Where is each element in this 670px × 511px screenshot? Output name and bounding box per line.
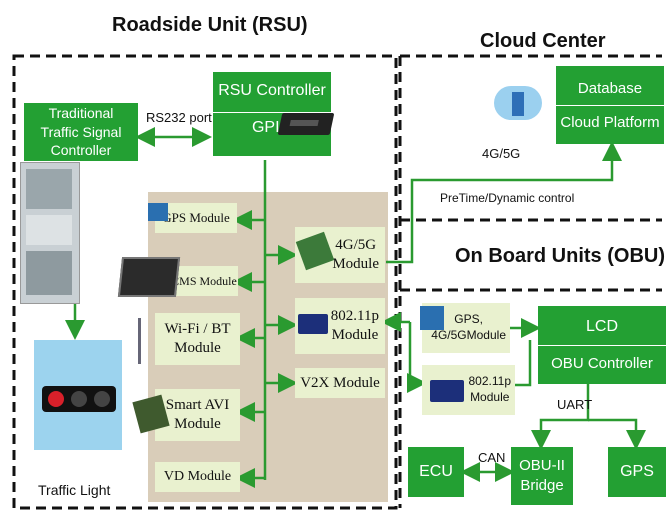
gps-module: GPS Module bbox=[155, 203, 237, 233]
obu-gps-box: GPS bbox=[608, 447, 666, 497]
lcd-label: LCD bbox=[585, 318, 618, 335]
cms-display-image bbox=[117, 257, 181, 297]
cms-module: CMS Module bbox=[170, 266, 238, 296]
80211p-device-image bbox=[298, 314, 328, 334]
v2x-module: V2X Module bbox=[295, 368, 385, 398]
obu-bridge-box: OBU-II Bridge bbox=[511, 447, 573, 505]
cloud-icon bbox=[488, 74, 548, 124]
traffic-controller-box: Traditional Traffic Signal Controller bbox=[24, 103, 138, 161]
can-label: CAN bbox=[478, 450, 506, 465]
ecu-box: ECU bbox=[408, 447, 464, 497]
traffic-light-image bbox=[34, 340, 122, 450]
wifi-antenna-icon bbox=[138, 318, 163, 364]
obu-80211p-device-image bbox=[430, 380, 464, 402]
cloud-title: Cloud Center bbox=[480, 30, 606, 52]
cloud-platform-label: Cloud Platform bbox=[560, 113, 660, 131]
rsu-controller-label: RSU Controller bbox=[218, 82, 326, 99]
obu-title: On Board Units (OBU) bbox=[455, 245, 665, 267]
control-label: PreTime/Dynamic control bbox=[440, 191, 575, 205]
gps-module-icon bbox=[148, 203, 168, 221]
vd-module: VD Module bbox=[155, 462, 240, 492]
wifi-bt-module: Wi-Fi / BT Module bbox=[155, 313, 240, 365]
uart-label: UART bbox=[557, 397, 593, 412]
cloud-link-label: 4G/5G bbox=[482, 146, 521, 161]
database-label: Database bbox=[577, 79, 643, 97]
obu-controller-label: OBU Controller bbox=[551, 355, 653, 372]
traffic-light-label: Traffic Light bbox=[38, 482, 111, 498]
obu-controller-box: LCD OBU Controller bbox=[538, 306, 666, 384]
rsu-device-image bbox=[277, 113, 335, 135]
rsu-title: Roadside Unit (RSU) bbox=[112, 14, 308, 36]
rsu-boundary bbox=[12, 54, 398, 510]
traffic-cabinet-image bbox=[20, 162, 80, 304]
smart-avi-module: Smart AVI Module bbox=[155, 389, 240, 441]
obu-80211p-module: 802.11p Module bbox=[422, 365, 515, 415]
obu-gps-board-image bbox=[420, 306, 444, 330]
rs232-label: RS232 port bbox=[146, 110, 212, 125]
cloud-platform-box: Database Cloud Platform bbox=[556, 66, 664, 144]
